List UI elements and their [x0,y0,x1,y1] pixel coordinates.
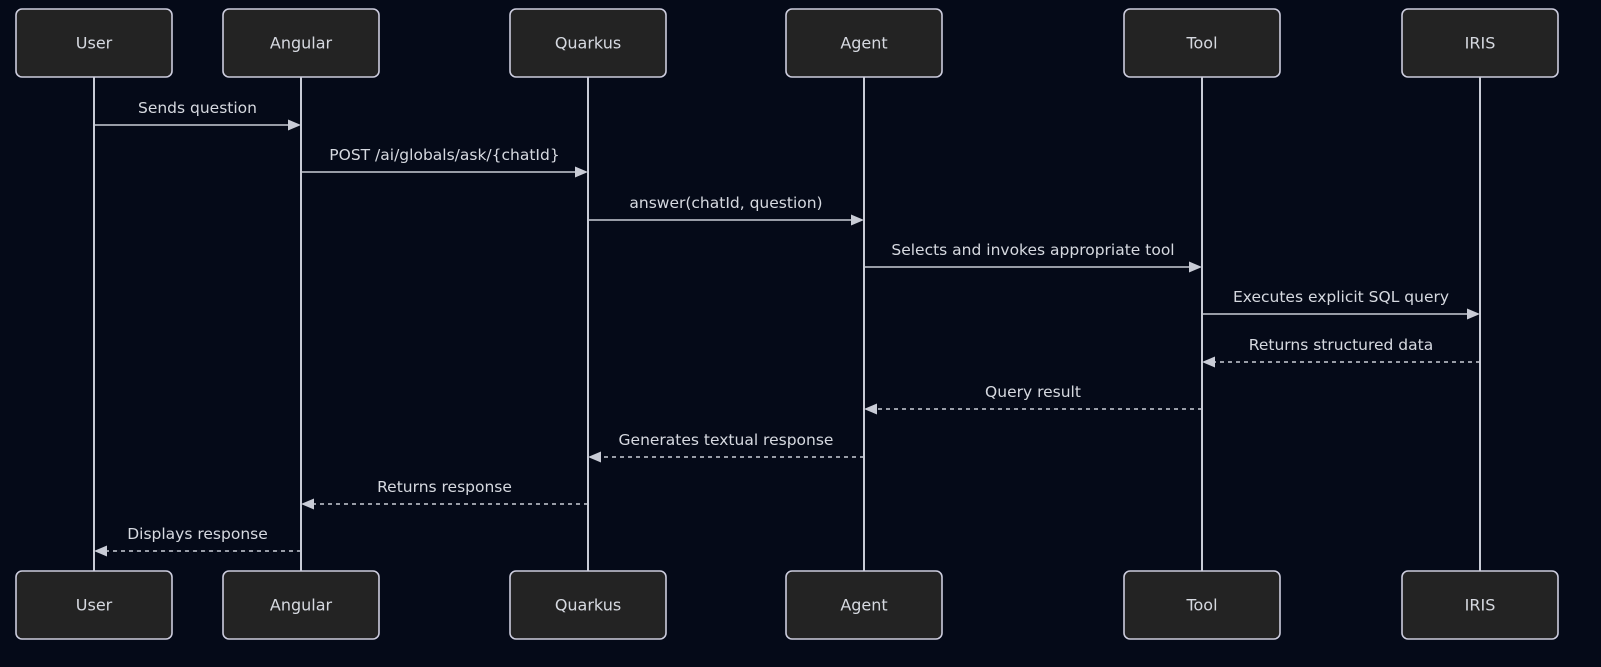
message-5-tool-to-iris: Executes explicit SQL query [1202,288,1480,320]
message-label-8: Generates textual response [619,431,834,449]
arrow-head-icon-6 [1202,356,1215,368]
message-label-4: Selects and invokes appropriate tool [891,241,1174,259]
message-9-quarkus-to-angular: Returns response [301,478,588,510]
actors-top-layer: User Angular Quarkus Agent Tool IRIS [15,8,1559,78]
actor-rect-iris [1401,570,1559,640]
actor-box-agent-bottom[interactable]: Agent [785,570,943,640]
actor-label-agent: Agent [840,34,887,53]
actor-box-quarkus-bottom[interactable]: Quarkus [509,570,667,640]
message-10-angular-to-user: Displays response [94,525,301,557]
actor-label-angular: Angular [270,596,333,615]
actor-label-tool: Tool [1185,34,1217,53]
actors-bottom-layer: User Angular Quarkus Agent Tool IRIS [15,570,1559,640]
actor-box-user-top[interactable]: User [15,8,173,78]
actor-rect-tool [1123,8,1281,78]
actor-rect-quarkus [509,8,667,78]
message-label-5: Executes explicit SQL query [1233,288,1449,306]
actor-box-user-bottom[interactable]: User [15,570,173,640]
actor-rect-tool [1123,570,1281,640]
actor-rect-user [15,570,173,640]
actor-rect-agent [785,8,943,78]
actor-label-iris: IRIS [1465,596,1496,615]
actor-label-user: User [76,34,113,53]
message-label-7: Query result [985,383,1081,401]
actor-rect-user [15,8,173,78]
actor-label-angular: Angular [270,34,333,53]
message-label-3: answer(chatId, question) [629,194,822,212]
actor-rect-agent [785,570,943,640]
arrow-head-icon-4 [1189,261,1202,273]
message-3-quarkus-to-agent: answer(chatId, question) [588,194,864,226]
arrow-head-icon-3 [851,214,864,226]
actor-label-quarkus: Quarkus [555,34,621,53]
message-7-tool-to-agent: Query result [864,383,1202,415]
message-1-user-to-angular: Sends question [94,99,301,131]
arrow-head-icon-8 [588,451,601,463]
message-label-10: Displays response [127,525,268,543]
message-6-iris-to-tool: Returns structured data [1202,336,1480,368]
actor-label-quarkus: Quarkus [555,596,621,615]
actor-rect-angular [222,8,380,78]
message-label-1: Sends question [138,99,257,117]
actor-label-iris: IRIS [1465,34,1496,53]
actor-label-tool: Tool [1185,596,1217,615]
actor-box-quarkus-top[interactable]: Quarkus [509,8,667,78]
message-label-2: POST /ai/globals/ask/{chatId} [329,146,559,164]
message-4-agent-to-tool: Selects and invokes appropriate tool [864,241,1202,273]
actor-rect-angular [222,570,380,640]
arrow-head-icon-5 [1467,308,1480,320]
actor-rect-iris [1401,8,1559,78]
actor-box-tool-top[interactable]: Tool [1123,8,1281,78]
actor-rect-quarkus [509,570,667,640]
actor-box-tool-bottom[interactable]: Tool [1123,570,1281,640]
lifelines-layer [93,77,1481,571]
actor-box-iris-top[interactable]: IRIS [1401,8,1559,78]
actor-label-agent: Agent [840,596,887,615]
actor-label-user: User [76,596,113,615]
message-8-agent-to-quarkus: Generates textual response [588,431,864,463]
message-label-6: Returns structured data [1249,336,1433,354]
actor-box-angular-top[interactable]: Angular [222,8,380,78]
arrow-head-icon-2 [575,166,588,178]
message-2-angular-to-quarkus: POST /ai/globals/ask/{chatId} [301,146,588,178]
arrow-head-icon-10 [94,545,107,557]
actor-box-agent-top[interactable]: Agent [785,8,943,78]
arrow-head-icon-9 [301,498,314,510]
actor-box-iris-bottom[interactable]: IRIS [1401,570,1559,640]
arrow-head-icon-1 [288,119,301,131]
arrow-head-icon-7 [864,403,877,415]
actor-box-angular-bottom[interactable]: Angular [222,570,380,640]
message-label-9: Returns response [377,478,512,496]
